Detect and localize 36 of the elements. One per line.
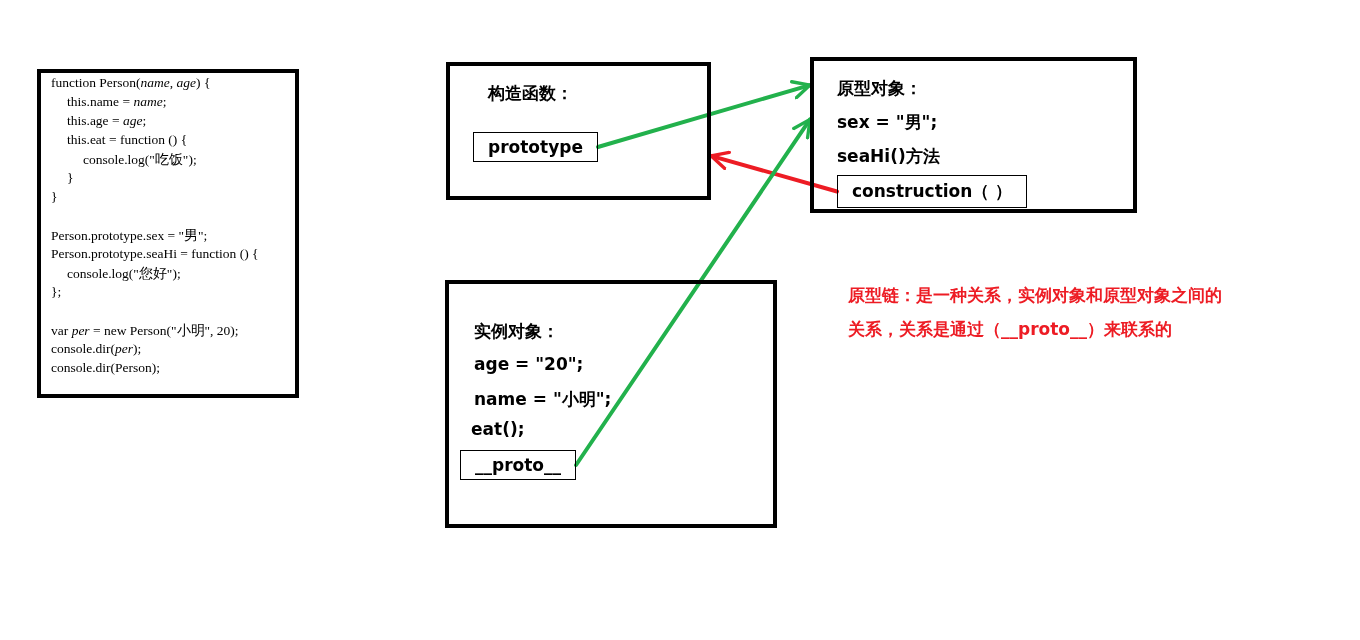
code-line: this.eat = function () { [67, 132, 188, 148]
arrow [709, 150, 839, 194]
property-text: sex = "男"; [837, 111, 938, 134]
note-text: 原型链：是一种关系，实例对象和原型对象之间的关系，关系是通过（__proto__）来联系的 [848, 284, 1223, 341]
arrow [574, 117, 812, 467]
code-line: console.dir(Person); [51, 360, 161, 376]
property-box [460, 450, 577, 480]
code-line: this.name = name; [67, 94, 167, 110]
object-box [810, 57, 1137, 213]
code-line: Person.prototype.seaHi = function () { [51, 246, 259, 262]
property-box [473, 132, 598, 162]
code-line: var per = new Person("小明", 20); [51, 322, 239, 340]
code-line: console.dir(per); [51, 341, 142, 357]
code-line: console.log("您好"); [67, 265, 181, 283]
code-line: }; [51, 284, 62, 300]
box-heading: 实例对象： [474, 320, 559, 343]
code-line: this.age = age; [67, 113, 147, 129]
code-line: } [51, 189, 58, 205]
property-box [837, 175, 1028, 208]
code-line: console.log("吃饭"); [83, 151, 197, 169]
property-text: prototype [488, 137, 583, 157]
object-box [445, 280, 777, 528]
box-heading: 构造函数： [488, 82, 573, 105]
arrow [595, 80, 812, 149]
box-heading: 原型对象： [837, 77, 922, 100]
property-text: seaHi()方法 [837, 145, 940, 168]
code-line: } [67, 170, 74, 186]
property-text: age = "20"; [474, 354, 584, 374]
code-line: function Person(name, age) { [51, 75, 211, 91]
object-box [446, 62, 711, 200]
code-line: Person.prototype.sex = "男"; [51, 227, 208, 245]
code-box [37, 69, 299, 398]
property-text: eat(); [471, 419, 525, 439]
property-text: name = "小明"; [474, 388, 612, 411]
property-text: construction（ ） [852, 180, 1013, 203]
property-text: __proto__ [475, 455, 562, 475]
